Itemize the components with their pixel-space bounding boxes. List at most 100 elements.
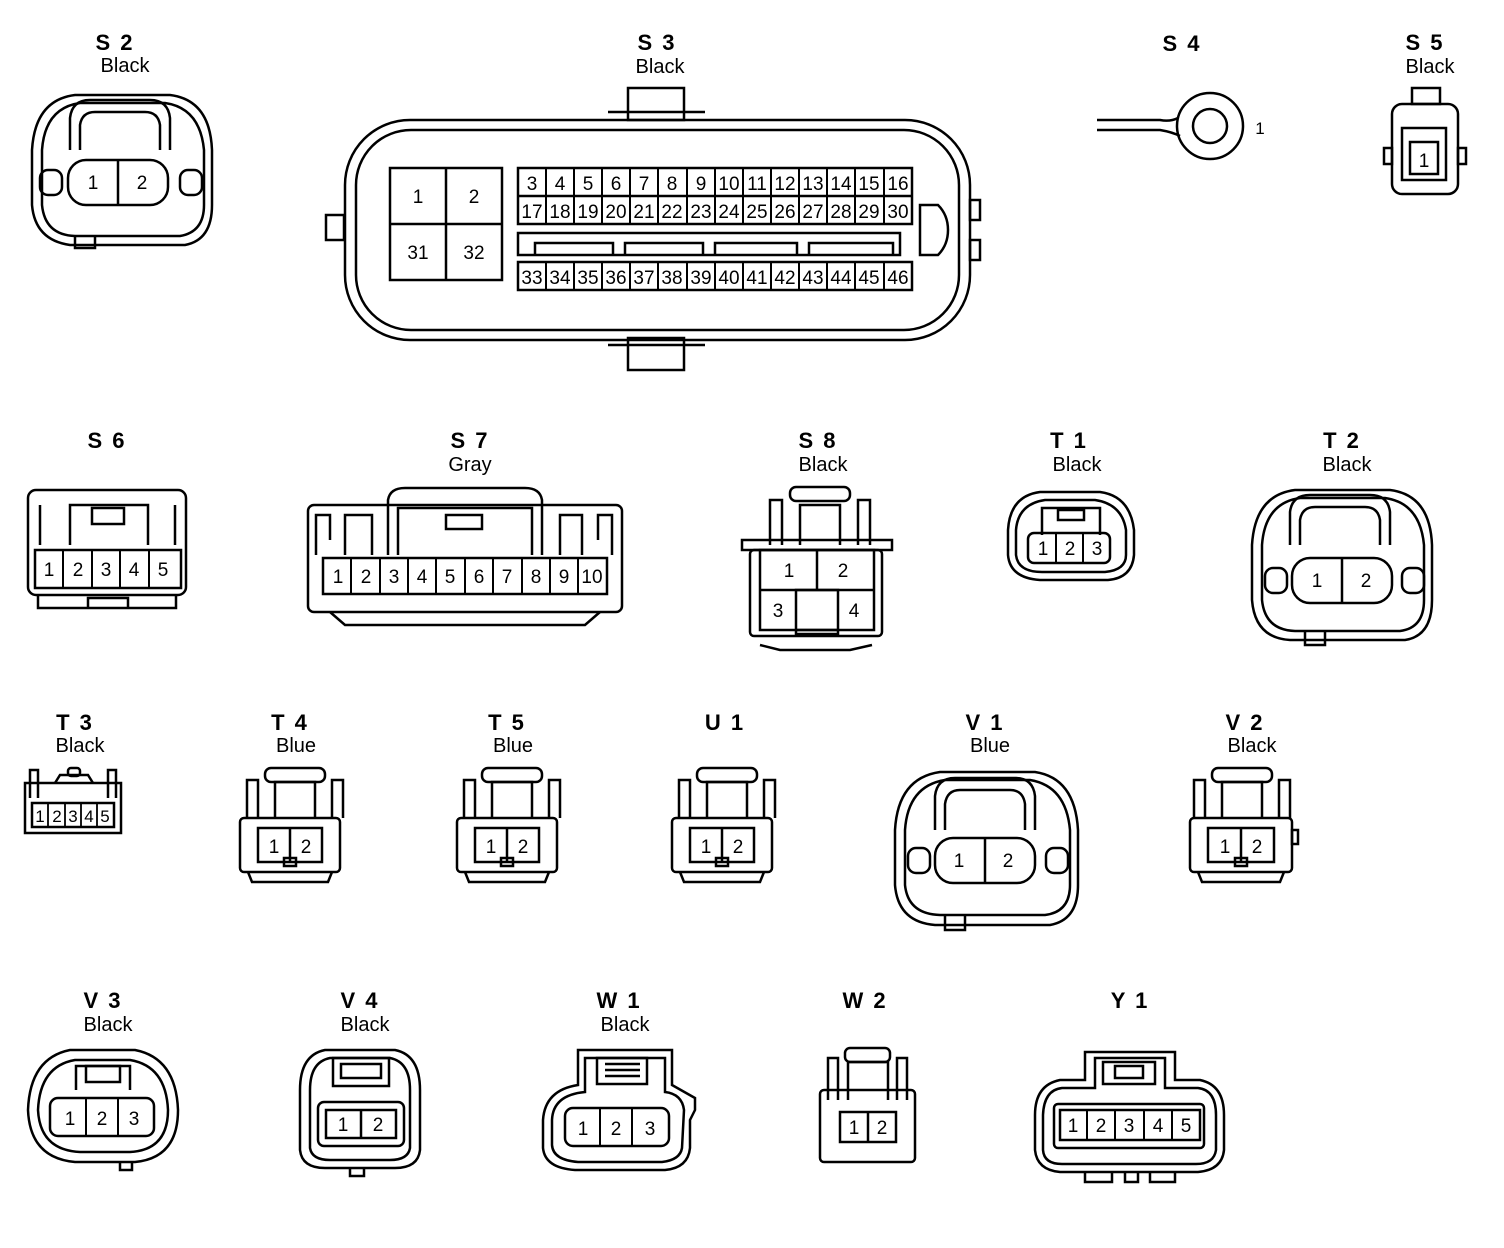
pin-label: 1 xyxy=(1255,119,1264,138)
connector-code: T 4 xyxy=(271,710,309,735)
pin-label: 1 xyxy=(578,1119,589,1140)
connector-code: V 1 xyxy=(965,710,1005,735)
pin-label: 29 xyxy=(858,202,879,223)
pin-label: 12 xyxy=(774,174,795,195)
pin-label: 15 xyxy=(858,174,879,195)
connector-color: Blue xyxy=(969,735,1011,757)
connector-color: Blue xyxy=(492,735,534,757)
pin-label: 16 xyxy=(887,174,908,195)
pin-label: 25 xyxy=(746,202,767,223)
pin-label: 10 xyxy=(581,567,602,588)
pin-label: 3 xyxy=(527,174,538,195)
pin-label: 1 xyxy=(849,1118,860,1139)
connector-code: W 2 xyxy=(842,988,888,1013)
pin-label: 1 xyxy=(338,1115,349,1136)
pin-label: 38 xyxy=(661,268,682,289)
pin-label: 23 xyxy=(690,202,711,223)
connector-code: S 8 xyxy=(798,428,838,453)
pin-label: 2 xyxy=(611,1119,622,1140)
pin-label: 2 xyxy=(1096,1116,1107,1137)
pin-label: 8 xyxy=(667,174,678,195)
pin-label: 1 xyxy=(88,173,99,194)
connector-code: V 2 xyxy=(1225,710,1265,735)
connector-code: S 2 xyxy=(95,30,135,55)
pin-label: 11 xyxy=(747,174,767,195)
connector-code: T 3 xyxy=(56,710,94,735)
pin-label: 2 xyxy=(518,837,529,858)
pin-label: 4 xyxy=(1153,1116,1164,1137)
pin-label: 1 xyxy=(65,1109,76,1130)
pin-label: 8 xyxy=(531,567,542,588)
pin-label: 10 xyxy=(718,174,739,195)
pin-label: 37 xyxy=(633,268,654,289)
connector-color: Black xyxy=(798,454,848,476)
pin-label: 4 xyxy=(417,567,428,588)
connector-color: Black xyxy=(1405,56,1455,78)
connector-color: Black xyxy=(1322,454,1372,476)
connector-code: S 4 xyxy=(1162,31,1202,56)
pin-label: 5 xyxy=(583,174,594,195)
pin-label: 4 xyxy=(84,807,93,826)
pin-label: 40 xyxy=(718,268,739,289)
pin-label: 1 xyxy=(1312,571,1323,592)
pin-label: 45 xyxy=(858,268,879,289)
pin-label: 2 xyxy=(52,807,61,826)
pin-label: 2 xyxy=(469,187,480,208)
connector-code: T 5 xyxy=(488,710,526,735)
pin-label: 7 xyxy=(502,567,513,588)
pin-label: 4 xyxy=(849,601,860,622)
pin-label: 34 xyxy=(549,268,571,289)
pin-label: 2 xyxy=(301,837,312,858)
pin-label: 1 xyxy=(44,560,55,581)
connector-code: T 1 xyxy=(1050,428,1088,453)
pin-label: 4 xyxy=(129,560,140,581)
pin-label: 1 xyxy=(1068,1116,1079,1137)
pin-label: 2 xyxy=(838,561,849,582)
connector-code: V 3 xyxy=(83,988,123,1013)
pin-label: 22 xyxy=(661,202,682,223)
pin-label: 30 xyxy=(887,202,908,223)
s3-row2-labels: 17 18 19 20 21 22 23 24 25 26 27 28 29 3… xyxy=(521,202,908,223)
connector-color: Black xyxy=(1227,735,1277,757)
pin-label: 46 xyxy=(887,268,908,289)
pin-label: 13 xyxy=(802,174,823,195)
connector-color: Black xyxy=(100,55,150,77)
pin-label: 18 xyxy=(549,202,570,223)
pin-label: 6 xyxy=(611,174,622,195)
pin-label: 9 xyxy=(559,567,570,588)
pin-label: 4 xyxy=(555,174,566,195)
pin-label: 1 xyxy=(784,561,795,582)
connector-color: Blue xyxy=(275,735,317,757)
pin-label: 9 xyxy=(696,174,707,195)
pin-label: 1 xyxy=(954,851,965,872)
pin-label: 21 xyxy=(633,202,654,223)
s3-row1-labels: 3 4 5 6 7 8 9 10 11 12 13 14 15 16 xyxy=(527,174,909,195)
pin-label: 39 xyxy=(690,268,711,289)
pin-label: 5 xyxy=(100,807,109,826)
pin-label: 3 xyxy=(1124,1116,1135,1137)
connector-code: T 2 xyxy=(1323,428,1361,453)
pin-label: 3 xyxy=(645,1119,656,1140)
pin-label: 5 xyxy=(158,560,169,581)
pin-label: 2 xyxy=(137,173,148,194)
